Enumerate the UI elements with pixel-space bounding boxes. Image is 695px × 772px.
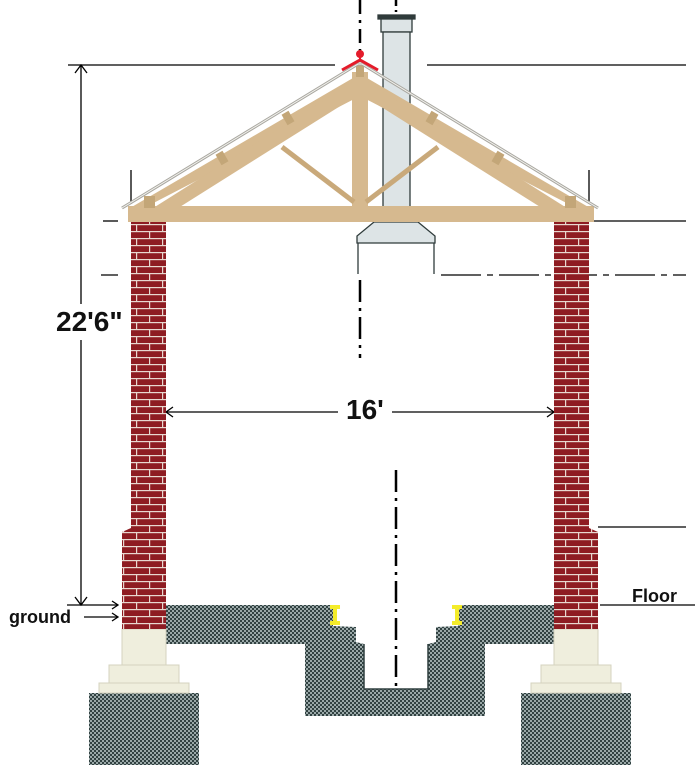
floor-label: Floor — [632, 586, 677, 606]
width-dimension-label: 16' — [342, 394, 388, 426]
centre-line — [358, 0, 398, 688]
ridge-marker-icon — [341, 50, 379, 72]
ground-label: ground — [9, 607, 71, 627]
roof-truss — [121, 62, 599, 222]
chimney-flue — [356, 14, 436, 274]
anchor-bolts — [330, 605, 462, 625]
stone-footings — [98, 628, 622, 694]
foundations — [89, 605, 631, 765]
height-dimension-label: 22'6" — [56, 304, 123, 340]
brick-walls — [122, 218, 598, 629]
